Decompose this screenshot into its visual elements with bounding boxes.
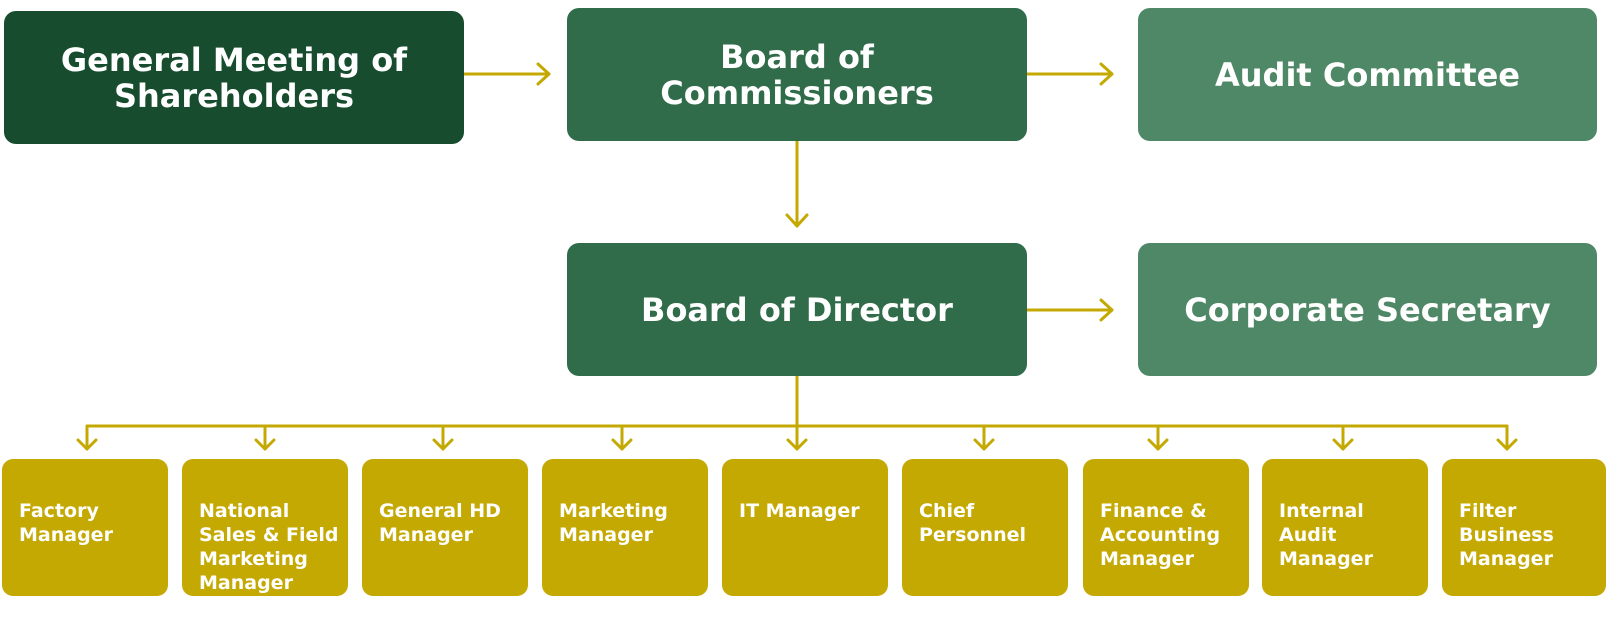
manager-label: Internal Audit Manager [1279,500,1373,570]
shareholders-box: General Meeting of Shareholders [4,11,464,144]
manager-label: National Sales & Field Marketing Manager [199,500,339,594]
arrow-commissioners-to-audit-committee [1025,62,1114,86]
arrow-commissioners-to-directors [785,139,809,228]
audit-committee-label: Audit Committee [1215,55,1520,94]
manager-label: Filter Business Manager [1459,500,1554,570]
manager-label: Factory Manager [19,500,113,546]
directors-box: Board of Director [567,243,1027,376]
manager-box-general-hd: General HD Manager [362,459,528,596]
connector-layer [76,62,1518,451]
commissioners-box: Board of Commissioners [567,8,1027,141]
manager-box-filter-business: Filter Business Manager [1442,459,1606,596]
manager-bus-line [85,374,1509,428]
corporate-secretary-box: Corporate Secretary [1138,243,1597,376]
manager-drop-arrows [76,424,1518,451]
manager-label: Chief Personnel [919,500,1026,546]
arrow-shareholders-to-commissioners [462,62,551,86]
directors-label: Board of Director [641,290,953,329]
manager-box-chief-personnel: Chief Personnel [902,459,1068,596]
manager-box-marketing: Marketing Manager [542,459,708,596]
manager-box-factory: Factory Manager [2,459,168,596]
manager-box-national-sales: National Sales & Field Marketing Manager [182,459,348,596]
manager-label: Finance & Accounting Manager [1100,500,1221,570]
manager-label: Marketing Manager [559,500,668,546]
corporate-secretary-label: Corporate Secretary [1184,290,1551,329]
commissioners-label: Board of Commissioners [660,37,934,112]
shareholders-label: General Meeting of Shareholders [60,40,408,115]
manager-box-internal-audit: Internal Audit Manager [1262,459,1428,596]
manager-label: IT Manager [739,500,860,522]
manager-box-finance-accounting: Finance & Accounting Manager [1083,459,1249,596]
arrow-directors-to-corporate-secretary [1025,298,1114,322]
audit-committee-box: Audit Committee [1138,8,1597,141]
manager-label: General HD Manager [379,500,501,546]
manager-box-it: IT Manager [722,459,888,596]
